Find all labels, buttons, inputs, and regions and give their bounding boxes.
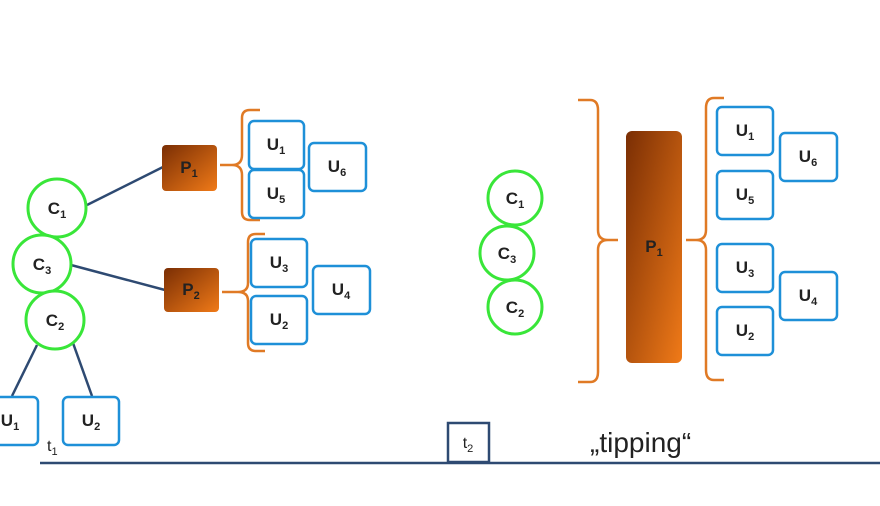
node-c3: C3 <box>11 233 73 295</box>
svg-text:P1: P1 <box>645 237 662 259</box>
node-c1: C1 <box>26 177 88 239</box>
svg-text:U6: U6 <box>799 147 817 169</box>
svg-text:C1: C1 <box>506 189 524 211</box>
user-box: U1 <box>715 105 775 157</box>
svg-text:U4: U4 <box>799 286 818 308</box>
node-c2: C2 <box>486 278 544 336</box>
svg-text:C2: C2 <box>506 298 524 320</box>
user-box: U2 <box>249 294 309 346</box>
t2-marker: t2 <box>446 421 491 464</box>
svg-text:P2: P2 <box>182 280 199 302</box>
node-p2: P2 <box>164 268 219 312</box>
right-diagram: C1 C3 C2 P1 U1 U5 U6 <box>478 96 839 384</box>
svg-text:U4: U4 <box>332 280 351 302</box>
user-box: U6 <box>307 141 368 193</box>
node-c3: C3 <box>478 224 536 282</box>
svg-text:U2: U2 <box>82 411 100 433</box>
node-p1: P1 <box>162 145 217 191</box>
timeline: t1 t2 „tipping“ <box>40 421 880 465</box>
svg-text:t2: t2 <box>463 435 474 455</box>
tipping-caption: „tipping“ <box>590 427 691 458</box>
bracket-p2 <box>222 232 265 353</box>
bracket-users <box>686 96 724 382</box>
svg-text:U1: U1 <box>736 121 754 143</box>
user-box: U1 <box>0 395 40 447</box>
svg-text:U1: U1 <box>267 135 285 157</box>
node-c2: C2 <box>24 289 86 351</box>
user-box: U5 <box>715 169 775 221</box>
user-box: U4 <box>778 270 839 322</box>
svg-text:U3: U3 <box>736 258 754 280</box>
bracket-big <box>578 98 618 384</box>
link-c2-u1 <box>10 344 39 397</box>
link-c3-p2 <box>70 263 166 292</box>
link-c1-p1 <box>86 165 164 207</box>
user-box: U1 <box>247 119 306 171</box>
user-box: U2 <box>61 395 121 447</box>
svg-text:P1: P1 <box>180 158 197 180</box>
svg-text:U5: U5 <box>736 185 754 207</box>
node-p1: P1 <box>626 131 682 363</box>
svg-text:C1: C1 <box>48 199 66 221</box>
user-box: U6 <box>778 131 839 183</box>
link-c2-u2 <box>71 342 94 397</box>
svg-text:U5: U5 <box>267 184 285 206</box>
t1-label: t1 <box>47 438 58 458</box>
user-box: U5 <box>247 168 306 220</box>
svg-text:U2: U2 <box>270 310 288 332</box>
user-box: U3 <box>715 242 775 294</box>
svg-text:C3: C3 <box>33 255 51 277</box>
user-box: U2 <box>715 305 775 357</box>
user-box: U3 <box>249 237 309 289</box>
node-c1: C1 <box>486 169 544 227</box>
left-diagram: C1 C3 C2 P1 P2 U1 U5 <box>0 108 372 447</box>
svg-text:C3: C3 <box>498 244 516 266</box>
svg-text:U6: U6 <box>328 157 346 179</box>
svg-text:C2: C2 <box>46 311 64 333</box>
svg-text:U1: U1 <box>1 411 19 433</box>
user-box: U4 <box>311 264 372 316</box>
bracket-p1 <box>220 108 260 222</box>
svg-text:U3: U3 <box>270 253 288 275</box>
svg-text:U2: U2 <box>736 321 754 343</box>
